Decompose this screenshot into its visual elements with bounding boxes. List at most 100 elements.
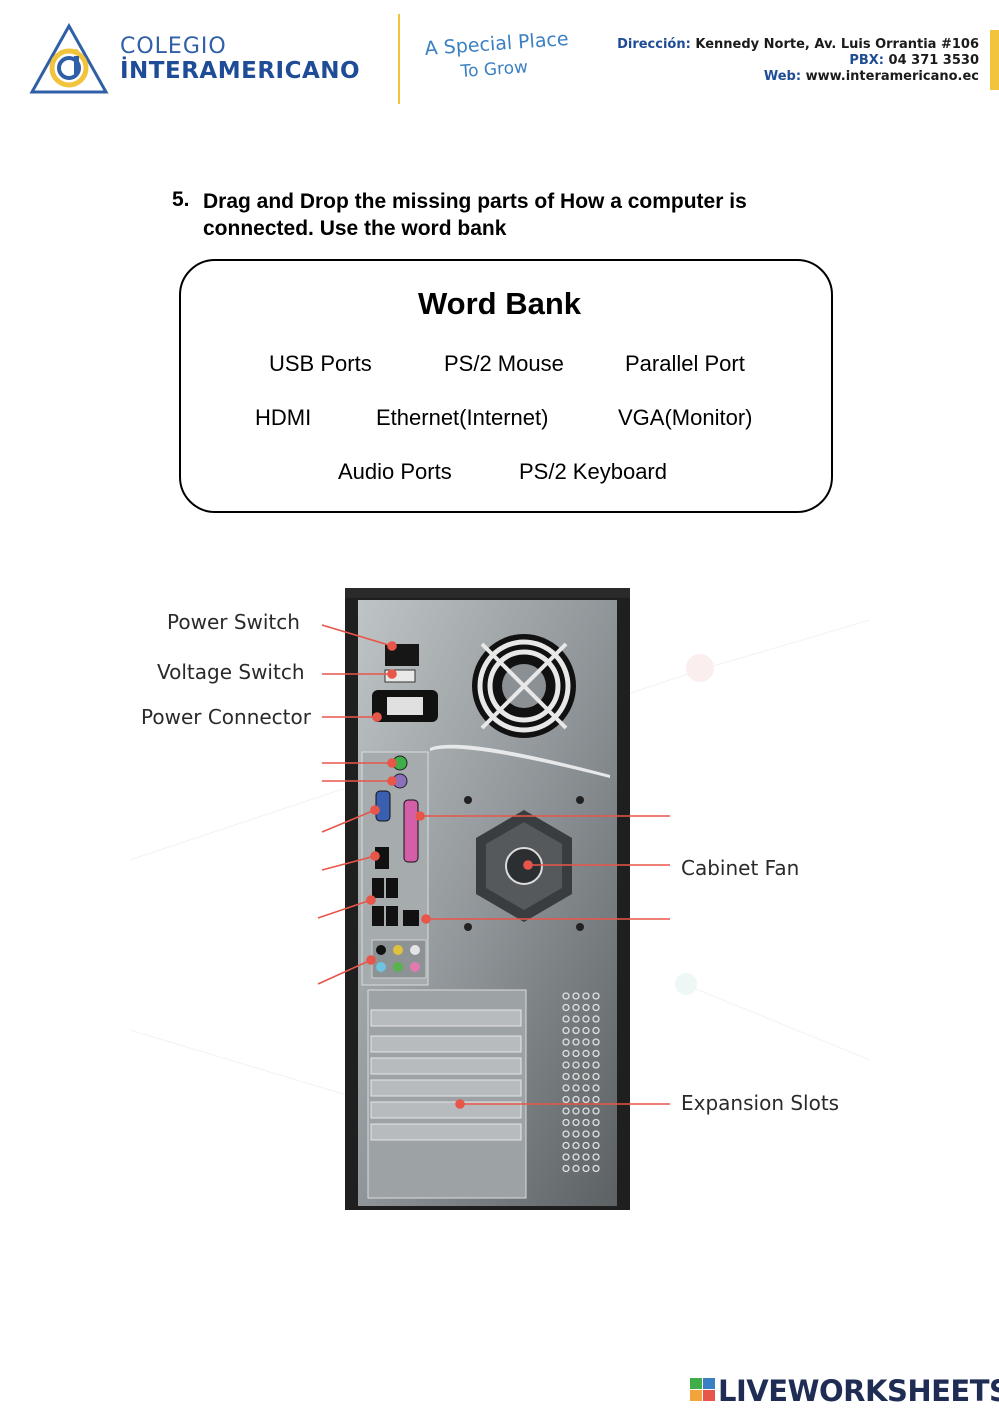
address-value: Kennedy Norte, Av. Luis Orrantia #106 — [695, 37, 979, 52]
vent-hole — [592, 1061, 600, 1069]
vent-hole — [582, 1095, 590, 1104]
vent-hole — [592, 1038, 600, 1046]
header-divider — [398, 14, 400, 104]
vent-hole — [562, 1061, 570, 1069]
vent-hole — [572, 992, 580, 1000]
vent-hole — [592, 1015, 600, 1023]
vent-hole — [562, 1107, 570, 1115]
vent-hole — [592, 1049, 600, 1058]
word-usb-ports[interactable]: USB Ports — [269, 351, 372, 376]
vent-hole — [562, 1015, 570, 1023]
vent-hole — [562, 1072, 570, 1081]
vent-hole — [592, 1153, 600, 1161]
word-bank-title: Word Bank — [417, 286, 582, 321]
address-label: Dirección: — [617, 37, 691, 52]
vent-hole — [562, 992, 570, 1000]
power-supply — [372, 634, 576, 738]
question-text: Drag and Drop the missing parts of How a… — [203, 190, 747, 240]
school-logo-icon — [29, 22, 109, 94]
vent-hole — [592, 1107, 600, 1115]
label-expansion-slots: Expansion Slots — [681, 1091, 839, 1115]
vent-hole — [592, 1130, 600, 1138]
school-name-line2: İNTERAMERICANO — [120, 58, 361, 84]
word-hdmi[interactable]: HDMI — [255, 405, 312, 430]
vent-hole — [572, 1118, 580, 1127]
vent-hole — [562, 1084, 570, 1092]
vent-hole — [592, 1026, 600, 1035]
label-power-connector: Power Connector — [141, 705, 312, 729]
vent-hole — [572, 1072, 580, 1081]
vent-hole — [572, 1130, 580, 1138]
word-ps2-mouse[interactable]: PS/2 Mouse — [444, 351, 564, 376]
word-parallel-port[interactable]: Parallel Port — [625, 351, 745, 376]
vent-hole — [572, 1003, 580, 1012]
header-accent-stripe — [990, 30, 999, 90]
vent-hole — [582, 1003, 590, 1012]
vent-hole — [572, 1049, 580, 1058]
expansion-slots — [367, 989, 527, 1199]
phone-label: PBX: — [849, 53, 884, 68]
liveworksheets-logo-icon — [690, 1378, 715, 1401]
vent-hole — [582, 1130, 590, 1138]
vent-hole — [562, 1038, 570, 1046]
vent-hole — [572, 1026, 580, 1035]
vent-hole — [572, 1153, 580, 1161]
word-bank-box — [179, 259, 833, 513]
vent-hole — [572, 1038, 580, 1046]
computer-back-panel-diagram: Power Switch Voltage Switch Power Connec… — [130, 588, 870, 1210]
vent-hole — [582, 1118, 590, 1127]
leader-lines — [317, 624, 670, 1109]
vent-hole — [562, 1095, 570, 1104]
vent-hole — [572, 1164, 580, 1173]
vent-hole — [592, 992, 600, 1000]
slogan-line1: A Special Place — [424, 27, 570, 60]
vent-hole — [582, 1164, 590, 1173]
vent-hole — [562, 1003, 570, 1012]
vent-hole — [582, 992, 590, 1000]
address-line: Dirección: Kennedy Norte, Av. Luis Orran… — [617, 37, 979, 52]
vent-hole — [582, 1084, 590, 1092]
vent-hole — [562, 1026, 570, 1035]
web-label: Web: — [763, 69, 802, 84]
slogan-line2: To Grow — [460, 57, 529, 82]
vent-hole — [562, 1118, 570, 1127]
vent-hole — [592, 1084, 600, 1092]
vent-hole — [582, 1061, 590, 1069]
web-line: Web: www.interamericano.ec — [764, 69, 979, 84]
vent-hole — [562, 1153, 570, 1161]
label-voltage-switch: Voltage Switch — [157, 660, 305, 684]
phone-value: 04 371 3530 — [888, 53, 979, 68]
vent-hole — [592, 1095, 600, 1104]
vent-hole — [572, 1107, 580, 1115]
vent-hole — [572, 1084, 580, 1092]
vent-hole — [592, 1003, 600, 1012]
word-ps2-keyboard[interactable]: PS/2 Keyboard — [519, 459, 667, 484]
vent-hole — [582, 1026, 590, 1035]
vent-holes — [562, 992, 600, 1173]
word-audio-ports[interactable]: Audio Ports — [338, 459, 452, 484]
label-power-switch: Power Switch — [167, 610, 300, 634]
vent-hole — [562, 1164, 570, 1173]
vent-hole — [582, 1015, 590, 1023]
word-vga-monitor[interactable]: VGA(Monitor) — [618, 405, 753, 430]
vent-hole — [582, 1049, 590, 1058]
label-cabinet-fan: Cabinet Fan — [681, 856, 799, 880]
vent-hole — [572, 1095, 580, 1104]
vent-hole — [572, 1141, 580, 1150]
vent-hole — [592, 1164, 600, 1173]
vent-hole — [592, 1118, 600, 1127]
phone-line: PBX: 04 371 3530 — [849, 53, 979, 68]
vent-hole — [562, 1130, 570, 1138]
vent-hole — [592, 1141, 600, 1150]
vent-hole — [562, 1049, 570, 1058]
vent-hole — [572, 1015, 580, 1023]
vent-hole — [582, 1153, 590, 1161]
vent-hole — [582, 1072, 590, 1081]
word-ethernet[interactable]: Ethernet(Internet) — [376, 405, 549, 430]
web-value: www.interamericano.ec — [805, 69, 979, 84]
vent-hole — [562, 1141, 570, 1150]
school-name-line1: COLEGIO — [120, 34, 227, 59]
io-panel — [361, 751, 429, 986]
vent-hole — [582, 1141, 590, 1150]
question-number: 5. — [172, 188, 190, 211]
